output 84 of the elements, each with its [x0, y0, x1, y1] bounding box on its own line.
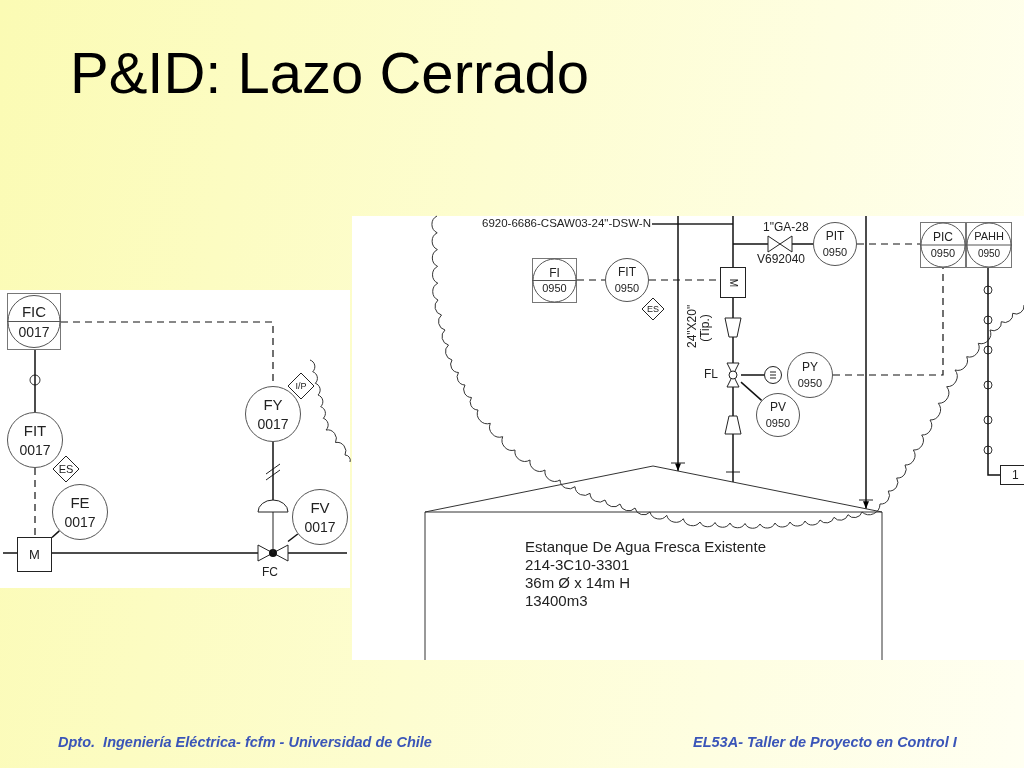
- instrument-tag: 0950: [977, 248, 1001, 259]
- instrument-bubble: [292, 489, 348, 545]
- valve-symbol: [258, 500, 288, 563]
- signal-line: [732, 336, 734, 364]
- signal-line: [287, 533, 299, 543]
- instrument-tag: PIC: [933, 230, 953, 243]
- panel-instrument-bubble: [532, 258, 577, 303]
- valve-tag: 1"GA-28: [763, 221, 809, 233]
- instrument-tag: 0950: [822, 246, 848, 258]
- instrument-tag: PY: [802, 360, 818, 373]
- pipe-reducer-symbol: [725, 416, 741, 434]
- line-number-label: 6920-6686-CSAW03-24"-DSW-N: [482, 218, 651, 230]
- off-page-connector-box: [1000, 465, 1024, 485]
- instrument-tag: 0950: [797, 378, 823, 390]
- instrument-tag: FI: [549, 266, 560, 279]
- panel-instrument-bubble: [7, 293, 61, 350]
- instrument-tag: FIT: [618, 266, 636, 279]
- instrument-tag: PV: [770, 401, 786, 414]
- signal-line: [51, 552, 259, 554]
- pipe-reducer-symbol: [725, 318, 741, 337]
- signal-line: [732, 297, 734, 319]
- instrument-tag: I/P: [295, 381, 307, 391]
- tank-label: 214-3C10-3301: [525, 556, 630, 574]
- interlock-diamond: [288, 373, 314, 399]
- footer-text: Dpto. Ingeniería Eléctrica- fcfm - Universidad de Chile: [58, 735, 432, 750]
- signal-converter-circle: [764, 366, 782, 384]
- instrument-tag: 0950: [542, 283, 567, 295]
- footer-text: EL53A- Taller de Proyecto en Control I: [693, 735, 957, 750]
- signal-line: [987, 267, 1001, 476]
- instrument-bubble: [756, 393, 800, 437]
- valve-tag: FL: [704, 368, 718, 380]
- instrument-tag: M: [728, 278, 738, 287]
- instrument-bubble: [605, 258, 649, 302]
- instrument-tag: FIC: [21, 304, 47, 319]
- signal-line: [791, 243, 814, 245]
- instrument-tag: FIT: [23, 422, 47, 438]
- instrument-tag: M: [29, 548, 40, 561]
- signal-line: [576, 279, 606, 281]
- signal-line: [732, 386, 734, 417]
- valve-symbol: [725, 363, 741, 387]
- panel-instrument-bubble: [920, 222, 966, 268]
- signal-line: [732, 215, 734, 268]
- valve-tag: V692040: [757, 253, 806, 265]
- flow-arrow: [863, 215, 869, 510]
- instrument-tag: 0950: [930, 248, 956, 260]
- signal-line: [2, 552, 18, 554]
- signal-line: [740, 374, 765, 376]
- flow-meter-box: [17, 537, 52, 572]
- flow-meter-box: [720, 267, 746, 298]
- instrument-tag: 0017: [257, 417, 289, 432]
- instrument-bubble: [813, 222, 857, 266]
- signal-line: [732, 243, 769, 245]
- instrument-tag: 0017: [18, 325, 50, 339]
- instrument-tag: FY: [263, 396, 283, 412]
- instrument-tag: 0017: [19, 443, 51, 458]
- interlock-diamond: [642, 298, 664, 320]
- signal-line: [856, 243, 921, 245]
- tank-label: 36m Ø x 14m H: [525, 574, 631, 592]
- instrument-tag: FE: [70, 494, 90, 510]
- instrument-tag: 1: [1012, 469, 1019, 481]
- signal-line: [732, 433, 734, 483]
- instrument-tag: 0017: [64, 515, 96, 530]
- valve-symbol: [768, 236, 792, 252]
- instrument-tag: FV: [310, 499, 330, 515]
- instrument-tag: PAHH: [974, 231, 1004, 243]
- instrument-tag: 0950: [614, 282, 640, 294]
- valve-tag: FC: [262, 566, 278, 578]
- interlock-diamond: [53, 456, 79, 482]
- flow-arrow: [675, 215, 681, 472]
- instrument-tag: PIT: [825, 230, 845, 243]
- signal-line: [34, 467, 36, 538]
- signal-line: [272, 441, 274, 501]
- instrument-bubble: [787, 352, 833, 398]
- signal-line: [51, 530, 61, 539]
- tank-label: Estanque De Agua Fresca Existente: [525, 538, 766, 556]
- signal-line: [740, 381, 763, 402]
- tank-label: 13400m3: [525, 592, 588, 610]
- slide-title: P&ID: Lazo Cerrado: [70, 44, 590, 102]
- signal-line: [287, 552, 348, 554]
- signal-line: [34, 349, 36, 413]
- panel-instrument-bubble: [966, 222, 1012, 268]
- instrument-tag: 0017: [304, 520, 336, 535]
- storage-tank-drawing: [425, 466, 882, 660]
- instrument-tag: 0950: [765, 417, 791, 429]
